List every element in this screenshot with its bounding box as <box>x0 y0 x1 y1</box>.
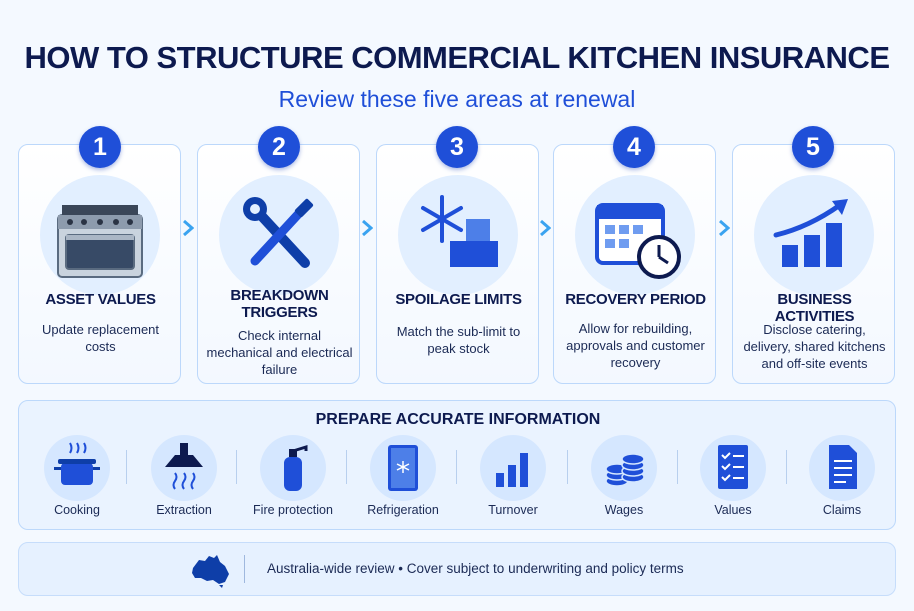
cooking-pot-icon <box>44 435 110 501</box>
coins-icon <box>591 435 657 501</box>
checklist-icon <box>700 435 766 501</box>
prep-label: Wages <box>604 503 644 517</box>
step-title: ASSET VALUES <box>45 291 156 308</box>
prep-item-wages: Wages <box>579 435 669 525</box>
prep-item-cooking: Cooking <box>32 435 122 525</box>
step-card-spoilage-limits: SPOILAGE LIMITS Match the sub-limit to p… <box>376 144 539 384</box>
prep-label: Refrigeration <box>367 503 439 517</box>
prep-label: Fire protection <box>253 503 333 517</box>
prep-item-extraction: Extraction <box>139 435 229 525</box>
footer-banner: Australia-wide review • Cover subject to… <box>18 542 896 596</box>
divider <box>677 450 678 484</box>
step-desc: Allow for rebuilding, approvals and cust… <box>566 321 705 370</box>
extraction-hood-icon <box>151 435 217 501</box>
divider <box>346 450 347 484</box>
step-desc: Update replacement costs <box>41 322 160 354</box>
divider <box>786 450 787 484</box>
fridge-icon <box>370 435 436 501</box>
divider <box>236 450 237 484</box>
step-desc: Disclose catering, delivery, shared kitc… <box>743 322 886 371</box>
chevron-right-icon <box>719 219 730 237</box>
prep-label: Cooking <box>54 503 100 517</box>
divider <box>126 450 127 484</box>
chevron-right-icon <box>540 219 551 237</box>
prep-item-values: Values <box>688 435 778 525</box>
calendar-clock-icon <box>575 175 695 295</box>
step-2-badge: 2 <box>258 126 300 168</box>
growth-chart-icon <box>754 175 874 295</box>
page-title: HOW TO STRUCTURE COMMERCIAL KITCHEN INSU… <box>24 40 890 75</box>
footer-divider <box>244 555 245 583</box>
prep-item-turnover: Turnover <box>468 435 558 525</box>
step-card-business-activities: BUSINESS ACTIVITIES Disclose catering, d… <box>732 144 895 384</box>
australia-map-icon <box>192 555 229 588</box>
step-card-recovery-period: RECOVERY PERIOD Allow for rebuilding, ap… <box>553 144 716 384</box>
step-4-badge: 4 <box>613 126 655 168</box>
prep-label: Claims <box>822 503 862 517</box>
step-desc: Match the sub-limit to peak stock <box>396 324 521 356</box>
step-desc: Check internal mechanical and electrical… <box>206 328 353 377</box>
step-title: BUSINESS ACTIVITIES <box>774 291 855 325</box>
chevron-right-icon <box>183 219 194 237</box>
chevron-right-icon <box>362 219 373 237</box>
step-title: SPOILAGE LIMITS <box>395 291 522 308</box>
page-subtitle: Review these five areas at renewal <box>278 86 636 112</box>
document-icon <box>809 435 875 501</box>
step-card-breakdown-triggers: BREAKDOWN TRIGGERS Check internal mechan… <box>197 144 360 384</box>
prep-label: Values <box>714 503 752 517</box>
bar-chart-icon <box>480 435 546 501</box>
step-1-badge: 1 <box>79 126 121 168</box>
divider <box>567 450 568 484</box>
prep-label: Turnover <box>488 503 538 517</box>
prep-label: Extraction <box>156 503 212 517</box>
step-3-badge: 3 <box>436 126 478 168</box>
step-title: BREAKDOWN TRIGGERS <box>230 287 329 321</box>
prepare-title: PREPARE ACCURATE INFORMATION <box>315 411 601 428</box>
wrench-screwdriver-icon <box>219 175 339 295</box>
footer-text: Australia-wide review • Cover subject to… <box>267 561 684 576</box>
step-card-asset-values: ASSET VALUES Update replacement costs <box>18 144 181 384</box>
stove-icon <box>40 175 160 295</box>
prepare-information-panel: PREPARE ACCURATE INFORMATION Cooking Ext… <box>18 400 896 530</box>
step-5-badge: 5 <box>792 126 834 168</box>
prep-item-fire-protection: Fire protection <box>248 435 338 525</box>
snowflake-boxes-icon <box>398 175 518 295</box>
divider <box>456 450 457 484</box>
fire-extinguisher-icon <box>260 435 326 501</box>
prep-item-claims: Claims <box>797 435 887 525</box>
step-title: RECOVERY PERIOD <box>565 291 706 308</box>
prep-item-refrigeration: Refrigeration <box>358 435 448 525</box>
